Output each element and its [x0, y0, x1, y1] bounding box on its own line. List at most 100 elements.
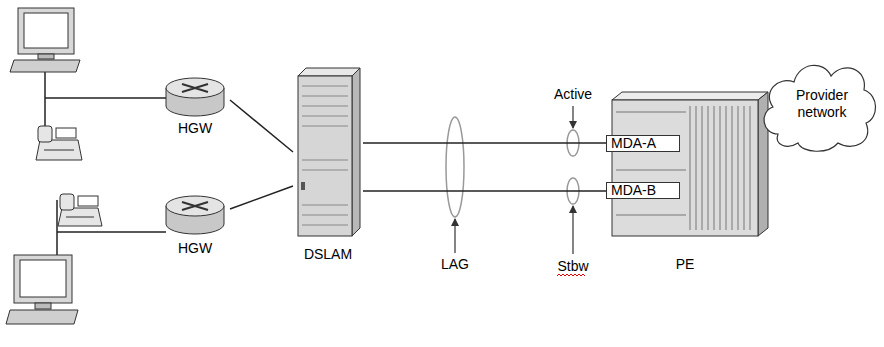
- cloud-node: Provider network: [758, 52, 880, 156]
- drawing-part: [302, 205, 348, 206]
- drawing-part: [744, 106, 745, 230]
- drawing-part: [302, 215, 348, 216]
- dslam-icon: [298, 68, 360, 236]
- router-icon: [166, 78, 224, 116]
- drawing-part: [612, 100, 758, 236]
- home-wiring: [45, 72, 166, 255]
- box-label: MDA-A: [611, 136, 675, 151]
- phone-icon: [58, 194, 102, 226]
- drawing-part: [696, 106, 697, 230]
- drawing-part: [363, 142, 606, 144]
- drawing-part: [612, 92, 768, 100]
- drawing-part: [690, 106, 691, 230]
- box-label: MDA-B: [611, 183, 675, 198]
- drawing-part: [66, 217, 94, 218]
- drawing-part: [616, 112, 686, 113]
- drawing-part: [352, 68, 360, 236]
- drawing-part: [38, 54, 54, 59]
- drawing-part: [298, 68, 360, 76]
- drawing-part: [726, 106, 727, 230]
- drawing-part: [166, 196, 224, 216]
- drawing-part: [302, 170, 348, 171]
- drawing-part: [720, 106, 721, 230]
- state-label: Active: [554, 86, 592, 102]
- router-node: HGW: [160, 72, 230, 136]
- node-label: PE: [600, 256, 770, 272]
- drawing-part: [56, 128, 76, 138]
- drawing-part: [14, 255, 72, 303]
- drawing-part: [45, 97, 166, 99]
- drawing-part: [10, 60, 80, 72]
- drawing-part: [230, 186, 293, 209]
- drawing-part: [302, 126, 348, 127]
- drawing-part: [20, 260, 66, 297]
- drawing-part: [616, 215, 686, 216]
- link-line: [230, 186, 293, 209]
- drawing-part: [302, 86, 348, 225]
- drawing-part: [302, 96, 348, 97]
- drawing-part: [38, 126, 52, 142]
- drawing-part: [302, 116, 348, 117]
- pe-chassis: [612, 92, 768, 236]
- drawing-part: [35, 303, 51, 309]
- drawing-part: [58, 208, 102, 226]
- leader-arrow: [572, 106, 573, 128]
- node-label: Provider network: [782, 87, 862, 121]
- lag-label: LAG: [441, 256, 469, 272]
- drawing-part: [302, 160, 348, 161]
- dslam-node: DSLAM: [293, 66, 363, 262]
- drawing-part: [24, 13, 68, 48]
- drawing-part: [750, 106, 751, 230]
- drawing-part: [301, 182, 305, 190]
- drawing-part: [182, 84, 208, 92]
- phone-icon: [36, 126, 82, 160]
- pe-node: PE MDA-A MDA-B: [600, 90, 770, 272]
- drawing-part: [230, 100, 293, 152]
- drawing-part: [302, 106, 348, 107]
- router-node: HGW: [160, 190, 230, 256]
- pc-icon: [10, 8, 80, 72]
- drawing-part: [78, 196, 98, 206]
- mda-box: MDA-A: [606, 135, 680, 152]
- link-line: [363, 143, 606, 144]
- link-line: [363, 191, 606, 192]
- drawing-part: [738, 106, 739, 230]
- drawing-part: [57, 231, 166, 233]
- node-label: HGW: [160, 120, 230, 136]
- drawing-part: [182, 202, 208, 210]
- drawing-part: [616, 170, 686, 171]
- spell-underline: [557, 274, 585, 276]
- router-icon: [166, 196, 224, 234]
- drawing-part: [302, 225, 348, 226]
- drawing-part: [166, 78, 224, 98]
- drawing-part: [44, 72, 46, 128]
- drawing-part: [714, 106, 715, 230]
- drawing-part: [18, 8, 74, 54]
- node-label: HGW: [160, 240, 230, 256]
- lag-ellipse: [446, 117, 464, 217]
- state-label: Stbw: [557, 258, 588, 274]
- drawing-part: [732, 106, 733, 230]
- drawing-part: [302, 86, 348, 87]
- drawing-part: [616, 106, 750, 230]
- drawing-part: [6, 310, 78, 324]
- drawing-part: [44, 150, 74, 151]
- mda-box: MDA-B: [606, 182, 680, 199]
- drawing-part: [298, 76, 352, 236]
- node-label: DSLAM: [293, 246, 363, 262]
- drawing-part: [56, 200, 58, 255]
- drawing-part: [36, 140, 82, 160]
- link-line: [230, 100, 293, 152]
- cloud-outline: [764, 65, 875, 151]
- drawing-part: [363, 190, 606, 192]
- leader-arrow: [454, 219, 455, 253]
- drawing-part: [60, 194, 74, 210]
- leader-arrow: [572, 206, 573, 254]
- pc-icon: [6, 255, 78, 324]
- drawing-part: [708, 106, 709, 230]
- drawing-part: [702, 106, 703, 230]
